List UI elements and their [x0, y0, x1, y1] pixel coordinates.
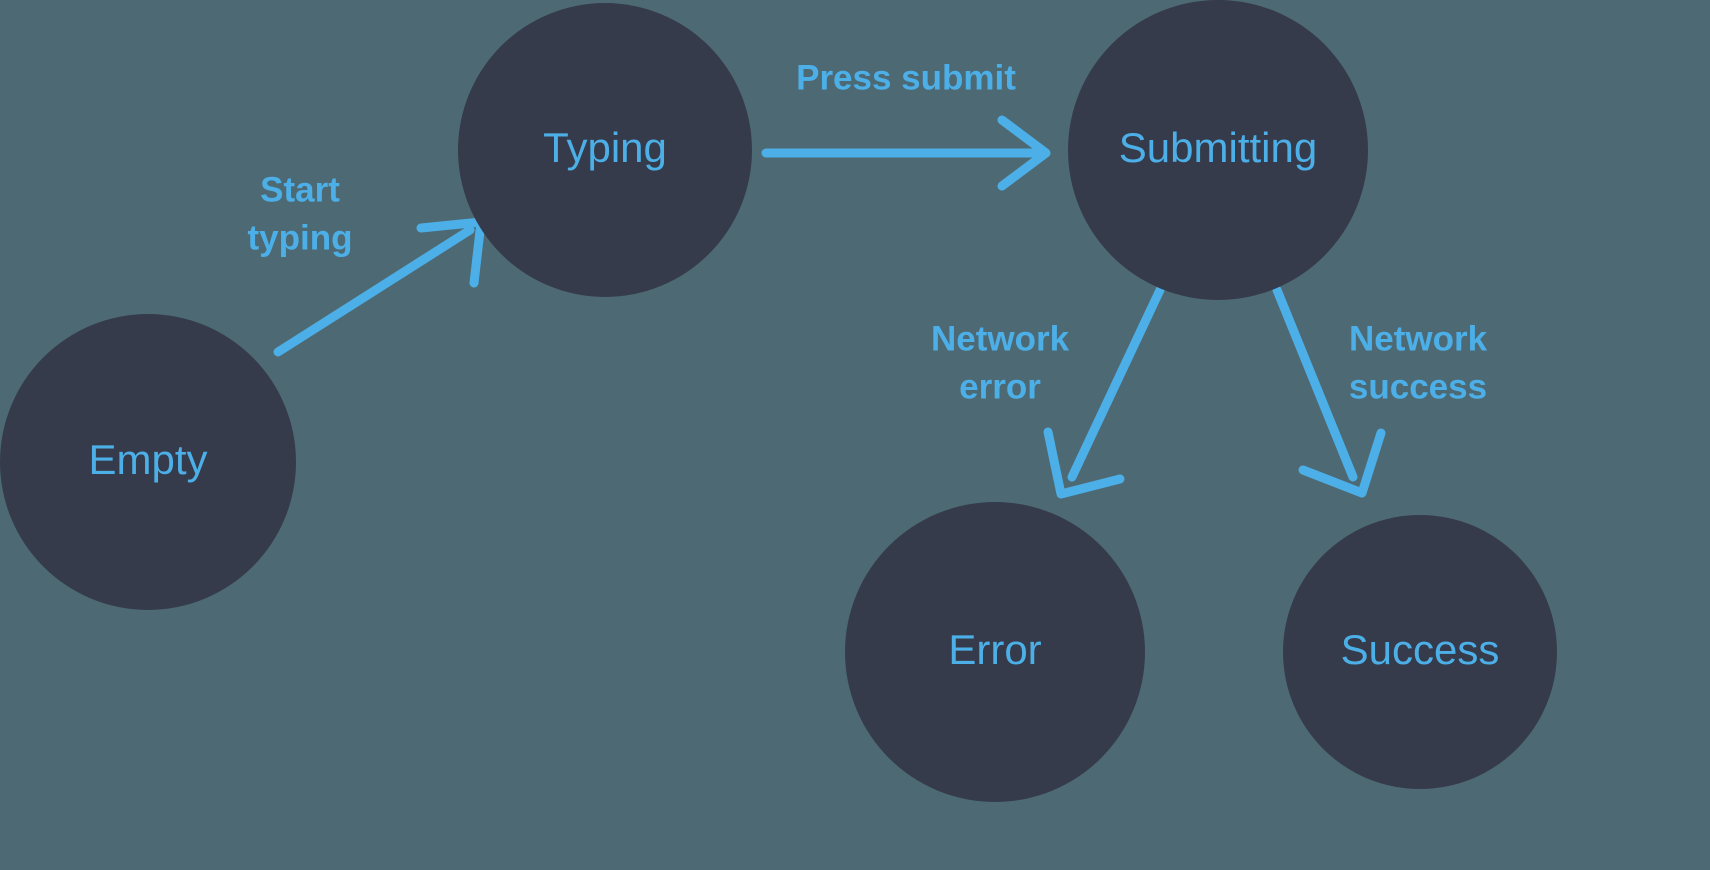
state-label-typing: Typing — [543, 124, 667, 171]
state-label-empty: Empty — [88, 436, 207, 483]
start-typing-label-line-2: typing — [248, 218, 353, 257]
state-node-empty[interactable]: Empty — [0, 314, 296, 610]
state-circle-submitting[interactable] — [1068, 0, 1368, 300]
transition-press-submit — [761, 115, 1051, 191]
network-error-label-line-2: error — [959, 367, 1041, 406]
state-node-typing[interactable]: Typing — [458, 3, 752, 297]
transition-label-start-typing: Start typing — [248, 170, 353, 257]
state-circle-empty[interactable] — [0, 314, 296, 610]
transition-label-network-success: Network success — [1349, 319, 1488, 406]
network-error-arrowhead — [1043, 427, 1125, 499]
transition-network-success — [1272, 285, 1386, 498]
network-success-label-line-2: success — [1349, 367, 1487, 406]
state-circle-success[interactable] — [1283, 515, 1557, 789]
network-success-arrowhead — [1298, 428, 1386, 498]
transition-network-error — [1043, 285, 1165, 499]
state-label-submitting: Submitting — [1119, 124, 1317, 171]
state-circle-typing[interactable] — [458, 3, 752, 297]
transition-label-network-error: Network error — [931, 319, 1070, 406]
network-success-line — [1272, 285, 1358, 482]
press-submit-label-line-1: Press submit — [796, 58, 1016, 97]
state-node-submitting[interactable]: Submitting — [1068, 0, 1368, 300]
network-error-line — [1067, 285, 1165, 482]
state-node-success[interactable]: Success — [1283, 515, 1557, 789]
network-error-label-line-1: Network — [931, 319, 1070, 358]
start-typing-label-line-1: Start — [260, 170, 340, 209]
state-label-error: Error — [948, 626, 1041, 673]
state-label-success: Success — [1341, 626, 1500, 673]
transition-label-press-submit: Press submit — [796, 58, 1016, 97]
network-success-label-line-1: Network — [1349, 319, 1488, 358]
press-submit-arrowhead — [997, 115, 1051, 191]
state-circle-error[interactable] — [845, 502, 1145, 802]
start-typing-line — [273, 225, 475, 357]
state-node-error[interactable]: Error — [845, 502, 1145, 802]
